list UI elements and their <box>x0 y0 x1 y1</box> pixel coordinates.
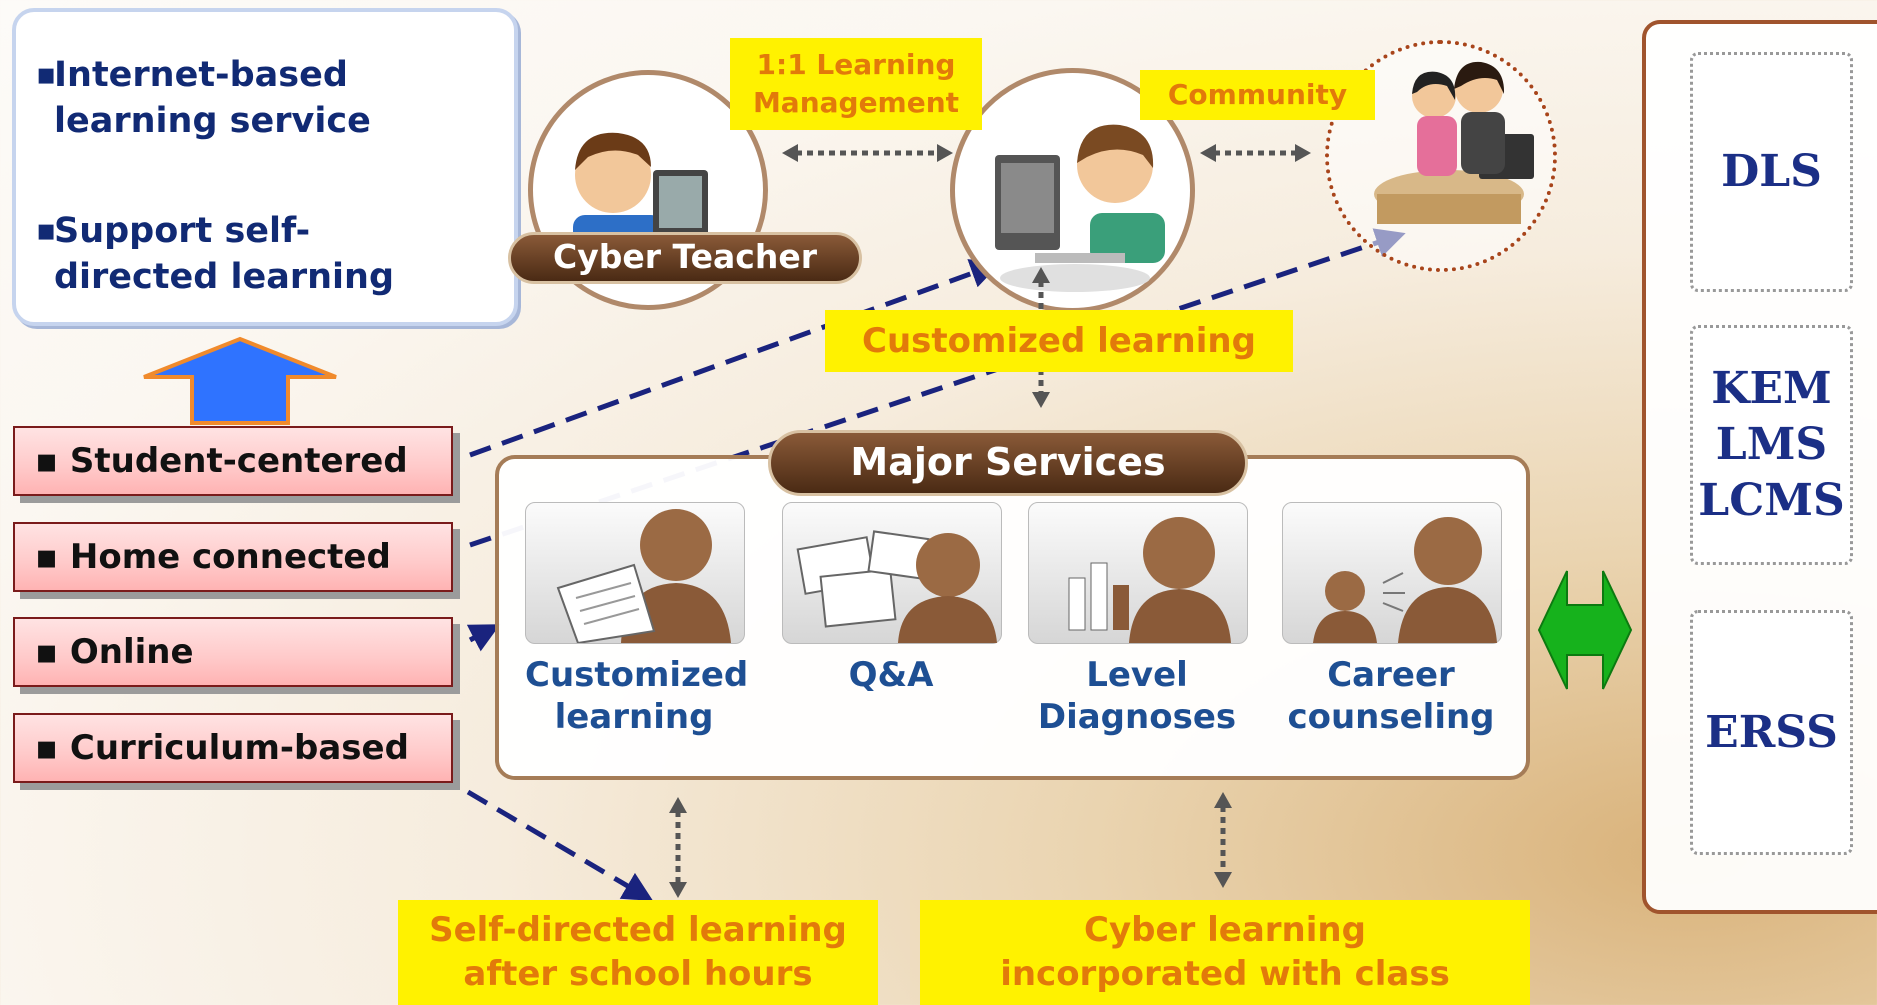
goal-item: ▪ Internet-based learning service <box>36 55 371 141</box>
dashed-arrow-home-to-community <box>469 228 1406 548</box>
two-persons-talking-icon <box>1282 502 1502 644</box>
self-directed-label: Self-directed learning after school hour… <box>398 900 878 1005</box>
green-double-arrow <box>1537 570 1633 690</box>
management-label: 1:1 Learning Management <box>730 38 982 130</box>
goal-item: ▪ Support self- directed learning <box>36 211 395 297</box>
document-person-icon <box>525 502 745 645</box>
operator-at-computer-icon <box>995 124 1165 292</box>
service-customized-learning: Customized learning <box>525 502 748 738</box>
goals-box: ▪ Internet-based learning service ▪ Supp… <box>12 8 518 326</box>
papers-person-icon <box>782 502 1002 644</box>
management-circle <box>950 68 1195 313</box>
service-career-counseling: Career counseling <box>1282 502 1506 738</box>
system-kem-lms-lcms: KEM LMS LCMS <box>1690 325 1853 565</box>
customized-learning-label: Customized learning <box>825 310 1293 372</box>
service-qa: Q&A <box>782 502 1002 696</box>
feature-home-connected: ▪ Home connected <box>13 522 453 592</box>
dashed-arrow-student-to-teacher <box>469 259 1001 458</box>
cyber-learning-label: Cyber learning incorporated with class <box>920 900 1530 1005</box>
double-arrow-services-self-directed <box>669 797 687 898</box>
cyber-teacher-label: Cyber Teacher <box>508 232 862 284</box>
parent-child-learning-icon <box>1374 61 1534 224</box>
feature-student-centered: ▪ Student-centered <box>13 426 453 496</box>
double-arrow-teacher-management <box>782 144 953 162</box>
bar-chart-person-icon <box>1028 502 1248 644</box>
service-level-diagnoses: Level Diagnoses <box>1028 502 1248 738</box>
system-dls: DLS <box>1690 52 1853 292</box>
double-arrow-management-community <box>1200 144 1311 162</box>
system-erss: ERSS <box>1690 610 1853 855</box>
feature-online: ▪ Online <box>13 617 453 687</box>
major-services-title: Major Services <box>768 430 1248 496</box>
up-arrow <box>143 336 337 425</box>
community-label: Community <box>1140 70 1375 120</box>
double-arrow-services-cyber-learning <box>1214 792 1232 888</box>
dashed-arrow-online-to-services <box>466 624 501 652</box>
feature-curriculum-based: ▪ Curriculum-based <box>13 713 453 783</box>
dashed-arrow-curriculum-to-bottom <box>466 789 654 902</box>
